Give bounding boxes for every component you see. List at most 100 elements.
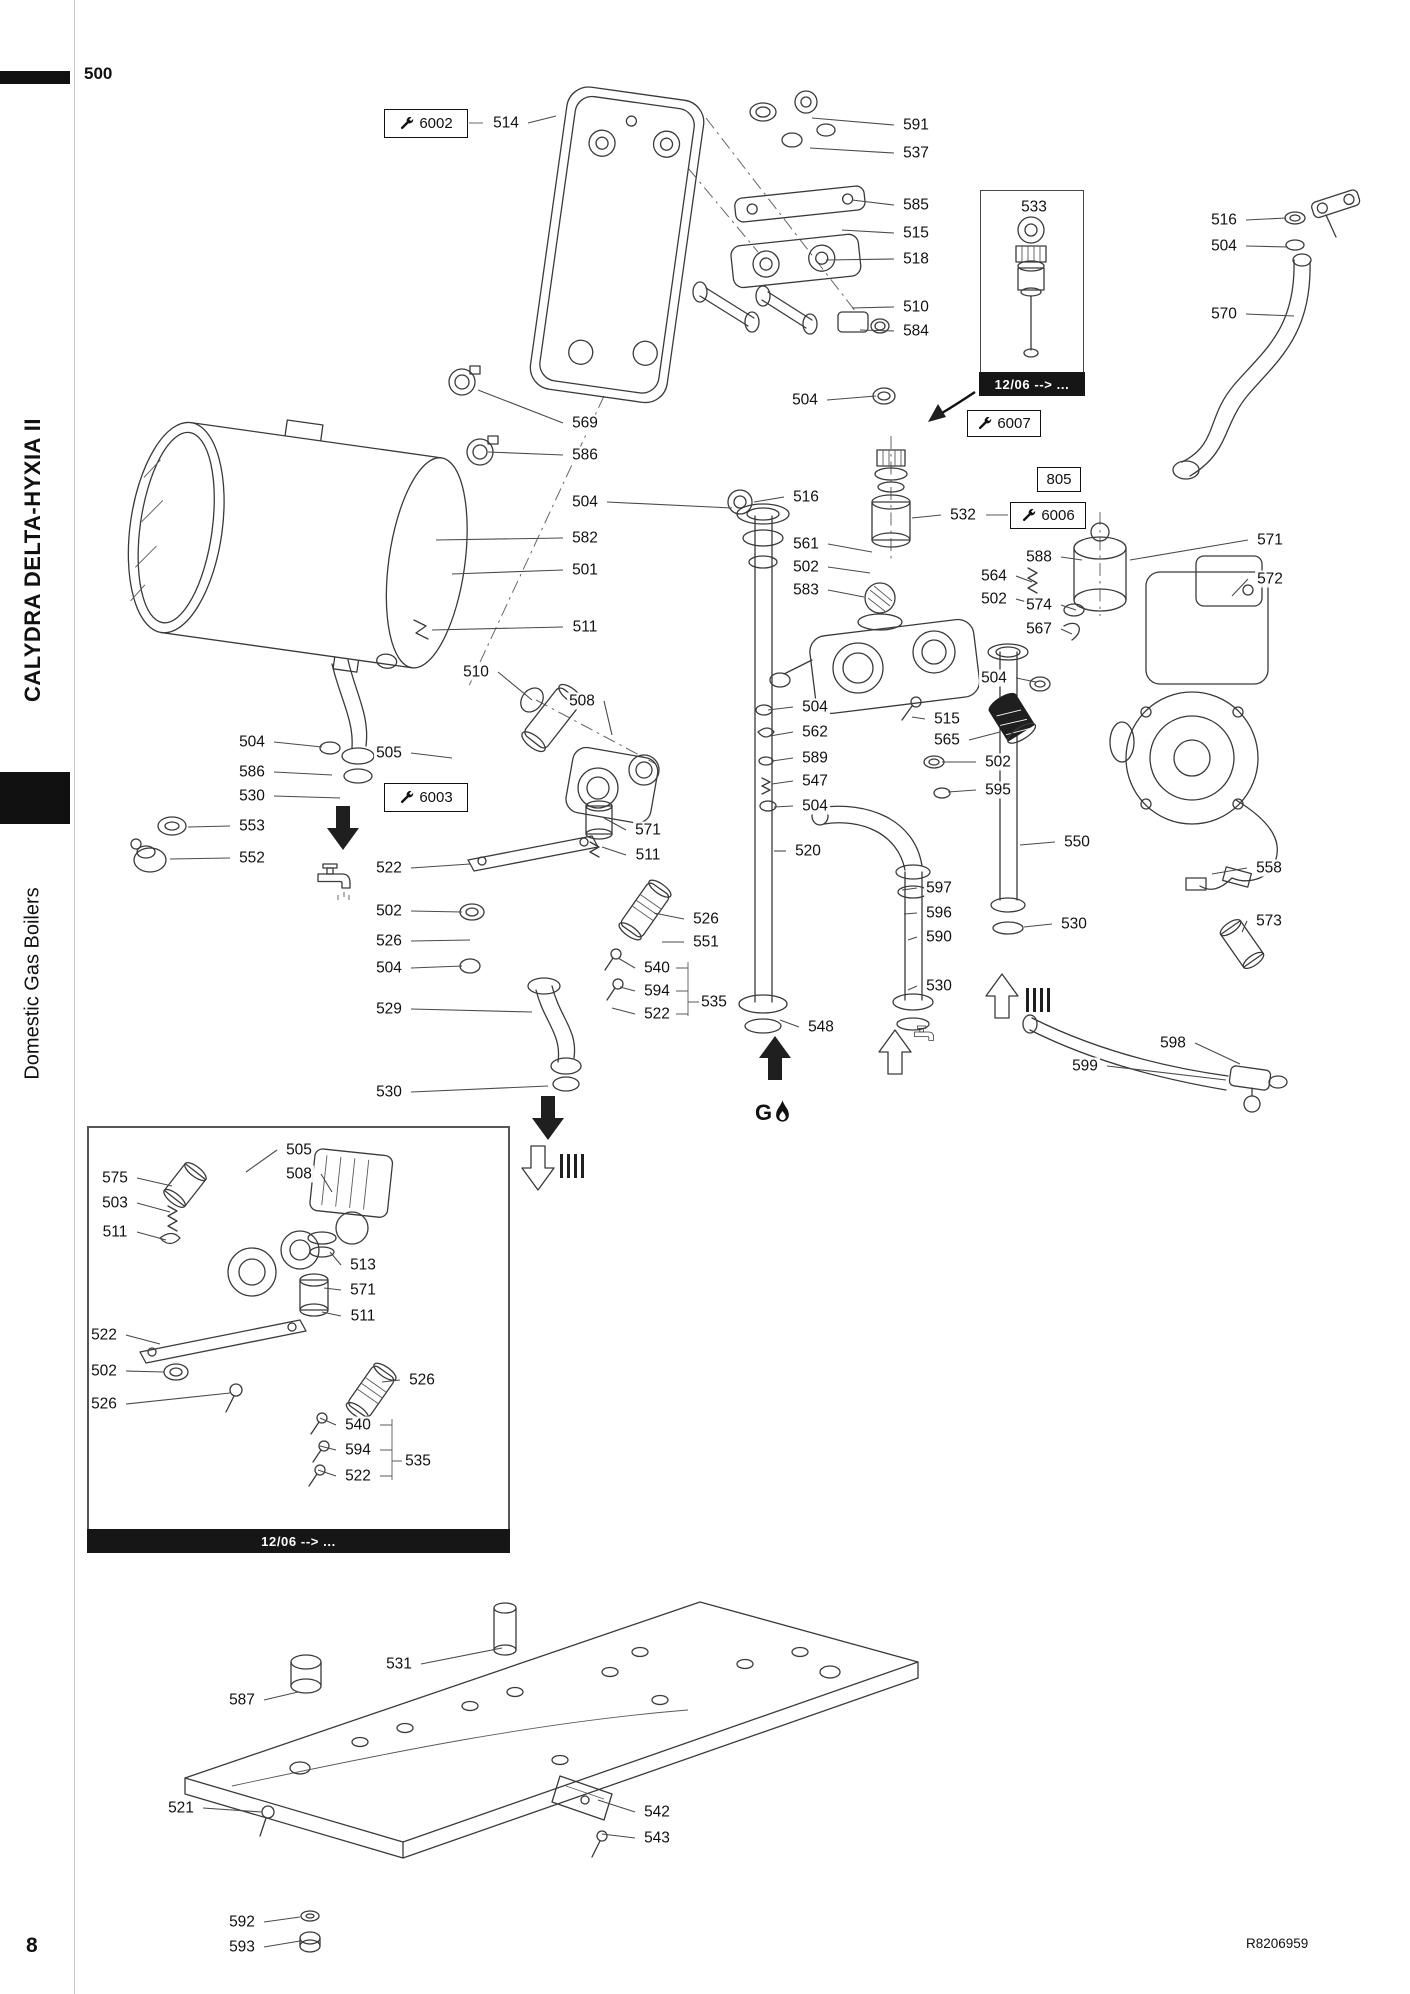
- inset-box-variant-bottom: 12/06 --> ...: [87, 1126, 510, 1553]
- leader-line: [968, 731, 1001, 741]
- leader-line: [827, 543, 873, 553]
- leader-line: [827, 566, 871, 574]
- leader-line: [263, 1916, 301, 1923]
- sidebar-model-title: CALYDRA DELTA-HYXIA II: [20, 418, 45, 702]
- leader-line: [947, 789, 977, 793]
- leader-line: [811, 117, 895, 126]
- leader-line: [477, 389, 564, 424]
- drain-arrow-icon: [327, 806, 359, 850]
- clamp-drawing: [448, 365, 896, 515]
- leader-line: [827, 589, 865, 598]
- leader-line: [1060, 604, 1077, 611]
- leader-line: [410, 752, 453, 759]
- leader-line: [125, 1334, 161, 1345]
- inset-thermostat-drawing: [1015, 216, 1047, 358]
- leader-line: [1129, 539, 1249, 561]
- leader-line: [603, 700, 613, 736]
- leader-line: [320, 1173, 333, 1193]
- top-manifold-drawing: [692, 90, 890, 335]
- leader-line: [611, 1007, 636, 1015]
- leader-line: [410, 1085, 549, 1093]
- leader-line: [317, 1469, 337, 1477]
- inset-pointer-arrow: [928, 391, 976, 422]
- leader-line: [125, 1392, 231, 1405]
- flow-up-arrow-icon: [759, 1036, 791, 1080]
- leader-line: [851, 306, 895, 309]
- leader-line: [826, 395, 877, 401]
- leader-line: [187, 825, 231, 828]
- outlet-pipe-drawing: [1172, 189, 1361, 480]
- leader-line: [136, 1177, 173, 1187]
- leader-line: [769, 731, 794, 737]
- leader-line: [273, 741, 323, 748]
- base-plate-drawing: [184, 1601, 919, 1953]
- page-number: 8: [26, 1934, 38, 1957]
- leader-line: [263, 1691, 299, 1701]
- leader-line: [381, 1379, 401, 1383]
- leader-line: [273, 795, 341, 799]
- leader-line: [1241, 920, 1248, 933]
- leader-line: [1194, 1042, 1241, 1065]
- section-number: 500: [84, 64, 113, 83]
- leader-line: [601, 846, 627, 856]
- leader-line: [771, 780, 794, 785]
- leader-lines: [125, 115, 1295, 1948]
- leader-line: [1015, 598, 1035, 605]
- refill-arrow-hatch-icon: [521, 1145, 584, 1191]
- leader-line: [125, 1370, 165, 1373]
- pump-drawing: [987, 522, 1288, 1113]
- leader-line: [907, 936, 918, 941]
- leader-line: [451, 569, 564, 575]
- gas-flame-icon: [776, 1100, 789, 1122]
- leader-line: [1211, 867, 1248, 875]
- leader-line: [773, 805, 794, 808]
- leader-line: [911, 716, 926, 720]
- dhw-arrow-faucet-icon: [878, 1025, 934, 1075]
- leader-line: [527, 115, 557, 124]
- variant-date-banner: 12/06 --> ...: [979, 372, 1085, 396]
- leader-line: [603, 817, 627, 831]
- leader-line: [601, 1833, 636, 1839]
- leader-line: [263, 1940, 301, 1948]
- leader-line: [617, 957, 636, 969]
- leader-line: [410, 965, 463, 969]
- faucet-icon: [317, 863, 351, 900]
- leader-line: [1015, 677, 1037, 683]
- leader-line: [779, 1019, 800, 1028]
- leader-line: [809, 147, 895, 154]
- inset-valve-group-drawing: [139, 1148, 402, 1487]
- sidebar-section-marker: [0, 772, 70, 824]
- sidebar: CALYDRA DELTA-HYXIA II Domestic Gas Boil…: [0, 0, 75, 1994]
- leader-line: [1060, 556, 1083, 561]
- gas-pipe-drawing: [811, 805, 934, 1031]
- leader-line: [1245, 313, 1295, 317]
- leader-line: [1019, 841, 1056, 846]
- leader-line: [136, 1231, 167, 1241]
- leader-line: [901, 887, 918, 891]
- leader-line: [329, 1251, 342, 1266]
- leader-line: [273, 771, 333, 776]
- tank-drawing: [127, 419, 468, 673]
- leader-line: [487, 451, 564, 456]
- leader-line: [410, 910, 463, 913]
- leader-line: [323, 1287, 342, 1291]
- leader-line: [1060, 628, 1073, 635]
- hydraulic-valve-group-drawing: [459, 683, 700, 1092]
- sidebar-category-title: Domestic Gas Boilers: [21, 887, 44, 1080]
- leader-line: [1245, 217, 1287, 221]
- leader-line: [169, 857, 231, 860]
- leader-line: [431, 626, 564, 631]
- construction-lines: [467, 117, 1101, 765]
- leader-line: [653, 912, 685, 920]
- leader-line: [202, 1807, 263, 1813]
- leader-line: [1231, 578, 1249, 597]
- gas-letter: G: [755, 1100, 773, 1125]
- leader-line: [245, 1149, 278, 1173]
- leader-line: [420, 1647, 503, 1665]
- gas-symbol: G: [755, 1100, 791, 1126]
- leader-line: [1106, 1065, 1227, 1081]
- leader-line: [911, 514, 942, 519]
- leader-line: [1245, 245, 1289, 248]
